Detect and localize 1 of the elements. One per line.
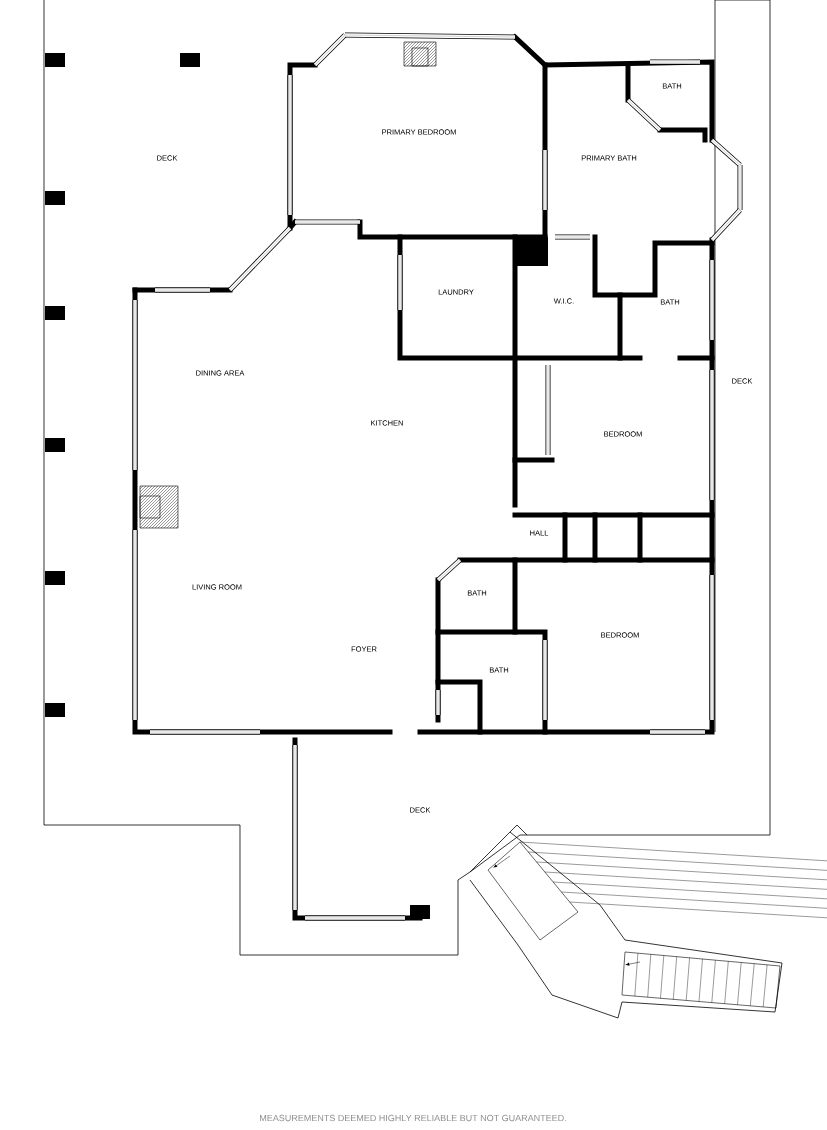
disclaimer-text: MEASUREMENTS DEEMED HIGHLY RELIABLE BUT NOT GUARANTEED.: [260, 1114, 566, 1122]
